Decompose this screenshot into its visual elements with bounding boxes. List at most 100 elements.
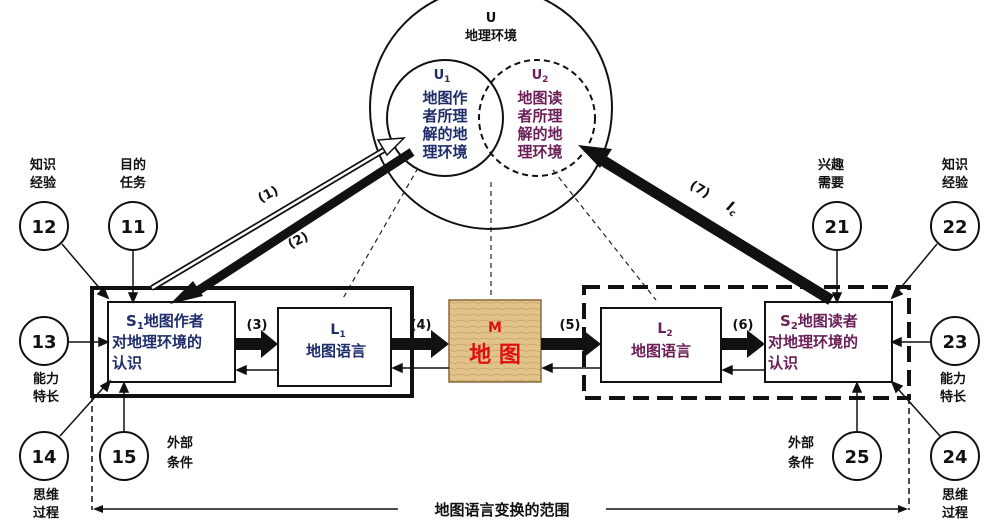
arrow-3 [235, 330, 278, 358]
flow-arrows [170, 145, 834, 358]
u1-line-2: 者所理 [422, 107, 467, 125]
c25-label-2: 条件 [788, 455, 814, 471]
c12-label-1: 知识 [30, 157, 56, 173]
c13-label-1: 能力 [33, 371, 59, 387]
c23-circle [930, 316, 980, 366]
c24-num: 24 [942, 447, 967, 468]
c24-circle [930, 431, 980, 481]
arrow-4 [391, 330, 449, 358]
arrow-1 [150, 137, 406, 291]
universe-letter: U [486, 11, 497, 26]
map-label: 地 图 [469, 343, 521, 368]
c14-label-2: 过程 [33, 505, 59, 521]
u2-circle [478, 59, 596, 177]
map-letter: M [488, 320, 502, 336]
step-4-label: (4) [411, 318, 432, 333]
u1-circle [386, 59, 504, 177]
c21-label-1: 兴趣 [818, 157, 845, 173]
l2-box-group: L2 地图语言 [600, 307, 722, 383]
l1-box-group: L1 地图语言 [277, 307, 392, 387]
c11-label-1: 目的 [120, 157, 146, 173]
c13-circle [19, 316, 69, 366]
map-box [448, 299, 542, 383]
c25-num: 25 [844, 447, 869, 468]
l2-letter: L2 [657, 321, 672, 339]
left-factor-arrows [59, 243, 139, 437]
step-6-label: (6) [733, 318, 754, 333]
u1-circle-group: U1 地图作 者所理 解的地 理环境 [386, 59, 504, 177]
c24-label-2: 过程 [942, 505, 968, 521]
s2-box-group: S2地图读者 对地理环境的 认识 [764, 301, 893, 383]
dash-u2-to-l2 [552, 169, 657, 301]
arrow-5 [541, 330, 601, 358]
step-5-label: (5) [560, 318, 581, 333]
left-factors: 知识 经验 12 目的 任务 11 13 能力 特长 14 思维 过程 15 外… [19, 157, 193, 521]
step-1-label: (1) [256, 183, 281, 206]
s1-line-3: 认识 [112, 354, 142, 372]
range-label: 地图语言变换的范围 [434, 501, 569, 519]
s1-box-group: S1地图作者 对地理环境的 认识 [107, 301, 236, 383]
u1-line-4: 理环境 [422, 143, 467, 161]
s2-line-1: S2地图读者 [780, 312, 858, 332]
c25-label-1: 外部 [787, 435, 814, 451]
c23-num: 23 [942, 332, 967, 353]
s2-line-2: 对地理环境的 [768, 333, 858, 351]
l1-letter: L1 [330, 322, 345, 340]
c22-num: 22 [942, 217, 967, 238]
feedback-arrows [235, 362, 765, 376]
svg-text:Ic: Ic [723, 199, 742, 220]
universe-label: 地理环境 [465, 28, 517, 44]
u2-line-2: 者所理 [517, 107, 562, 125]
feedback-l1-s1-head [235, 364, 247, 376]
arrow-6 [721, 330, 765, 358]
feedback-map-l1-head [391, 362, 403, 374]
correspondence-lines [341, 167, 657, 301]
arrow-2 [170, 148, 415, 304]
c13-num: 13 [31, 332, 56, 353]
c21-num: 21 [824, 217, 849, 238]
u2-circle-group: U2 地图读 者所理 解的地 理环境 [478, 59, 596, 177]
u1-letter: U1 [434, 68, 451, 85]
c23-label-1: 能力 [940, 371, 966, 387]
c14-circle [19, 431, 69, 481]
feedback-l2-map-head [541, 362, 553, 374]
c22-label-2: 经验 [942, 175, 969, 191]
s2-box [764, 301, 893, 383]
c13-label-2: 特长 [33, 389, 60, 405]
c12-circle [19, 201, 69, 251]
right-factor-arrows [831, 243, 941, 437]
u2-line-4: 理环境 [517, 143, 562, 161]
c12-label-2: 经验 [30, 175, 57, 191]
l2-label: 地图语言 [631, 342, 691, 360]
c22-circle [930, 201, 980, 251]
u2-line-3: 解的地 [517, 125, 562, 143]
c12-num: 12 [31, 217, 56, 238]
c15-num: 15 [111, 447, 136, 468]
c15-label-2: 条件 [167, 455, 193, 471]
range-indicator: 地图语言变换的范围 [91, 396, 910, 519]
c21-label-2: 需要 [818, 176, 844, 191]
u1-line-1: 地图作 [422, 89, 467, 107]
dash-u1-to-l1 [341, 167, 419, 301]
c14-label-1: 思维 [33, 487, 59, 503]
l1-label: 地图语言 [306, 342, 366, 360]
u1-line-3: 解的地 [422, 125, 467, 143]
c24-label-1: 思维 [942, 487, 968, 503]
c15-label-1: 外部 [166, 435, 193, 451]
c22-label-1: 知识 [942, 157, 968, 173]
svg-text:(7): (7) [687, 178, 713, 201]
l1-box [277, 307, 392, 387]
arrow-7 [578, 145, 834, 305]
c23-label-2: 特长 [940, 389, 967, 405]
s1-line-2: 对地理环境的 [112, 333, 202, 351]
u2-letter: U2 [532, 68, 549, 85]
l2-box [600, 307, 722, 383]
map-box-group: M 地 图 [448, 299, 542, 383]
right-factors: 兴趣 需要 21 知识 经验 22 23 能力 特长 24 思维 过程 25 外… [787, 157, 980, 521]
u2-line-1: 地图读 [517, 89, 562, 107]
c11-label-2: 任务 [119, 175, 147, 191]
c14-num: 14 [31, 447, 56, 468]
s1-line-1: S1地图作者 [126, 312, 204, 332]
s2-line-3: 认识 [768, 354, 798, 372]
c11-num: 11 [120, 217, 145, 238]
